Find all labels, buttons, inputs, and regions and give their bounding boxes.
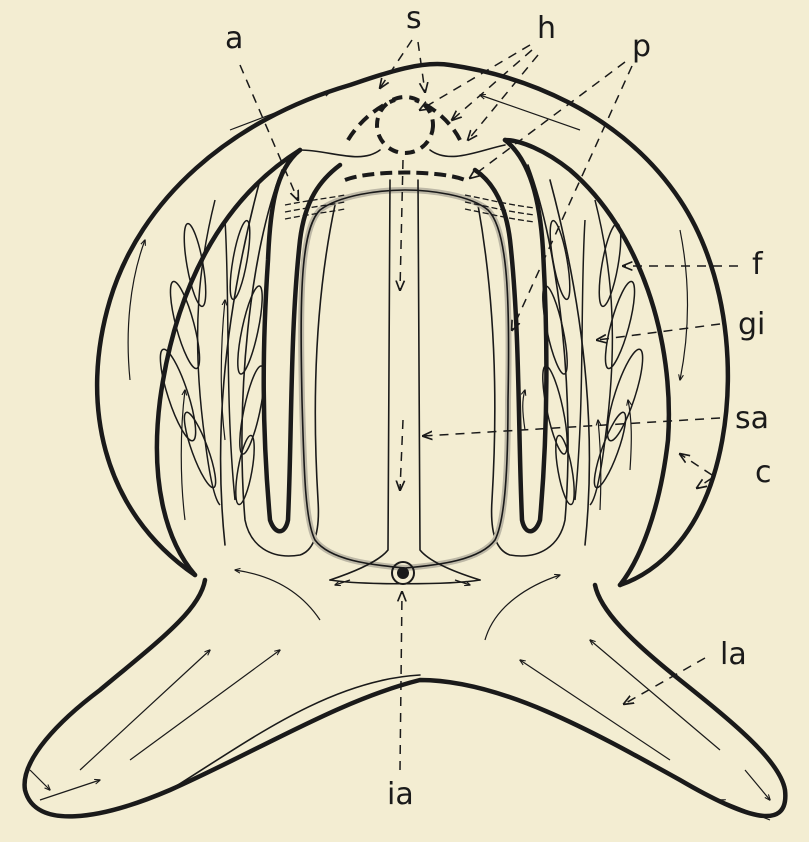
outer-body-outline (25, 64, 786, 816)
leader-ia (400, 592, 402, 770)
label-sa: sa (735, 404, 769, 434)
flow-arrows (30, 92, 770, 820)
label-p: p (632, 32, 651, 62)
gill-right (538, 200, 650, 506)
leader-sa (423, 418, 720, 436)
central-chamber (301, 180, 508, 584)
top-sinus (285, 97, 535, 490)
right-inner-fold (475, 140, 589, 556)
label-a: a (225, 24, 243, 54)
label-c: c (755, 458, 772, 488)
leader-s-1 (380, 40, 412, 88)
label-la: la (720, 640, 747, 670)
label-gi: gi (738, 310, 765, 340)
label-f: f (752, 250, 763, 280)
label-h: h (537, 14, 556, 44)
leader-c-1 (680, 454, 712, 475)
label-s: s (406, 4, 422, 34)
label-ia: ia (387, 780, 414, 810)
leader-a (240, 65, 298, 200)
